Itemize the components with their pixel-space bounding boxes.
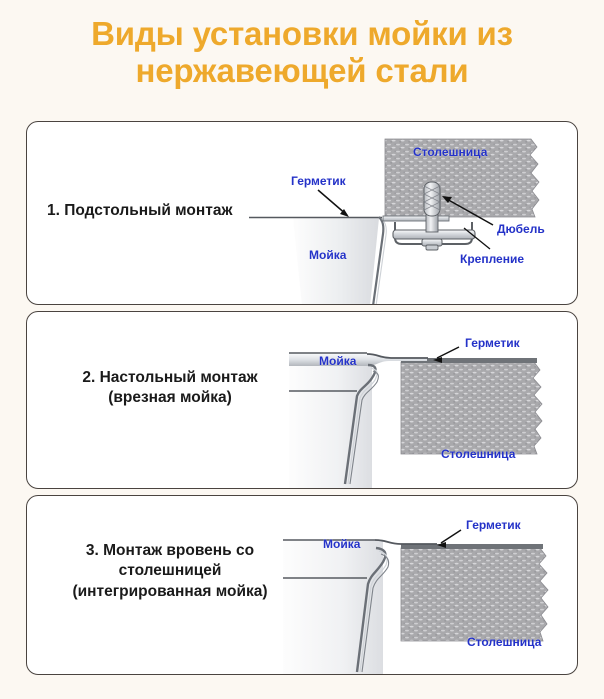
label-sealant: Герметик bbox=[466, 518, 521, 532]
label-sink: Мойка bbox=[323, 537, 361, 551]
label-countertop: Столешница bbox=[441, 447, 516, 461]
panel-3-heading-line-3: (интегрированная мойка) bbox=[72, 582, 268, 600]
label-sealant: Герметик bbox=[465, 336, 520, 350]
panel-3-heading-line-1: 3. Монтаж вровень со bbox=[85, 542, 255, 559]
label-sealant: Герметик bbox=[291, 174, 346, 188]
page-title: Виды установки мойки из нержавеющей стал… bbox=[0, 15, 604, 90]
mounting-type-panel-undermount: 1. Подстольный монтаж bbox=[26, 121, 578, 305]
panel-2-heading: 2. Настольный монтаж (врезная мойка) bbox=[45, 368, 295, 409]
label-countertop: Столешница bbox=[413, 145, 488, 159]
label-sink: Мойка bbox=[319, 354, 357, 368]
page-title-line-2: нержавеющей стали bbox=[135, 51, 469, 89]
panel-1-heading: 1. Подстольный монтаж bbox=[47, 202, 233, 219]
label-countertop: Столешница bbox=[467, 635, 542, 649]
panel-2-heading-line-2: (врезная мойка) bbox=[108, 389, 232, 407]
mounting-type-panel-flushmount: 3. Монтаж вровень со столешницей (интегр… bbox=[26, 495, 578, 675]
label-dowel: Дюбель bbox=[497, 222, 545, 236]
panel-3-heading: 3. Монтаж вровень со столешницей (интегр… bbox=[35, 541, 305, 602]
panel-2-heading-line-1: 2. Настольный монтаж bbox=[82, 369, 258, 386]
label-sink: Мойка bbox=[309, 248, 347, 262]
label-fastening: Крепление bbox=[460, 252, 525, 266]
page-title-line-1: Виды установки мойки из bbox=[91, 15, 513, 52]
mounting-type-panel-topmount: 2. Настольный монтаж (врезная мойка) bbox=[26, 311, 578, 489]
panel-3-heading-line-2: столешницей bbox=[118, 562, 222, 580]
